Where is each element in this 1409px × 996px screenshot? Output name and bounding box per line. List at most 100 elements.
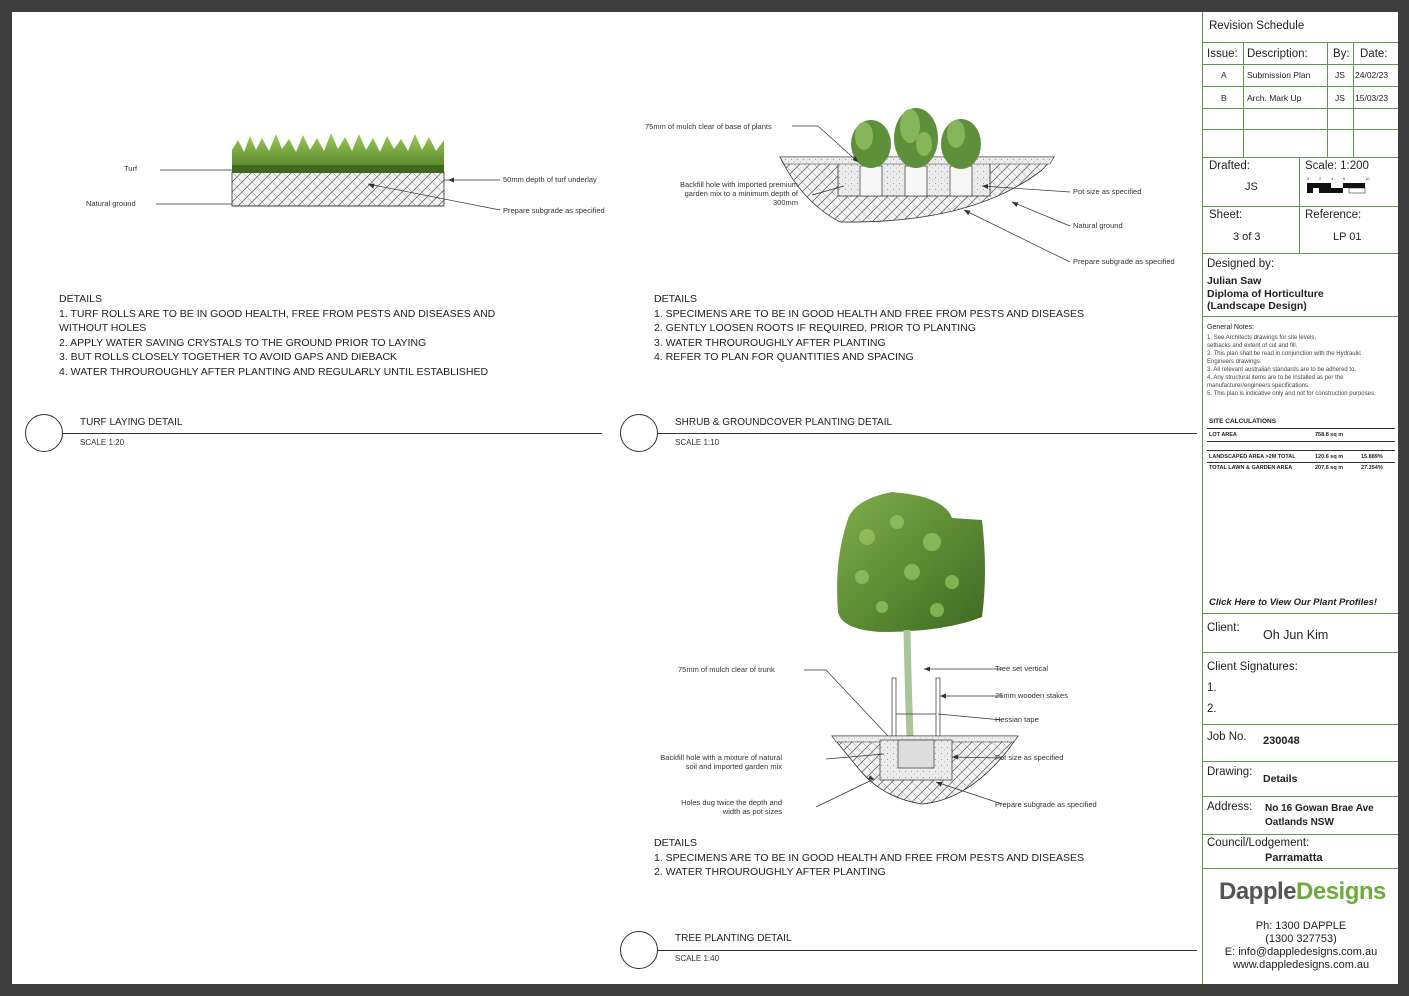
designed-by-label: Designed by: [1207, 258, 1275, 270]
scale-tick: 2 [1319, 176, 1322, 181]
site-calculations-title: SITE CALCULATIONS [1209, 418, 1277, 425]
details-line: WITHOUT HOLES [59, 322, 147, 334]
reference-label: Reference: [1305, 209, 1362, 221]
signature-2: 2. [1207, 703, 1217, 715]
scale-label: Scale: 1:200 [1305, 160, 1369, 172]
shrub-section-diagram [779, 108, 1071, 262]
reference-value: LP 01 [1333, 231, 1362, 243]
tree-section-diagram [804, 492, 1019, 808]
brand-logo: DappleDesigns [1219, 878, 1386, 906]
revision-schedule-title: Revision Schedule [1209, 20, 1305, 32]
underlay-label: 50mm depth of turf underlay [503, 175, 597, 184]
rev-header-description: Description: [1247, 48, 1308, 60]
shrub-pot-size-label: Pot size as specified [1073, 187, 1142, 196]
client-label: Client: [1207, 622, 1240, 634]
lot-area-value: 758.8 sq m [1315, 432, 1344, 438]
details-line: 4. REFER TO PLAN FOR QUANTITIES AND SPAC… [654, 351, 914, 363]
designer-qualification: (Landscape Design) [1207, 300, 1307, 312]
scale-tick: 6 [1343, 176, 1346, 181]
rev-b-issue: B [1221, 93, 1227, 103]
detail-title-rule [62, 433, 602, 434]
brand-dapple: Dapple [1219, 878, 1297, 905]
details-heading: DETAILS [59, 293, 102, 305]
tree-detail-title: TREE PLANTING DETAIL [675, 933, 792, 944]
rev-header-issue: Issue: [1207, 48, 1238, 60]
email-text[interactable]: E: info@dappledesigns.com.au [1224, 946, 1378, 958]
note-line: 1. See Architects drawings for site leve… [1207, 335, 1317, 341]
tree-details-notes: DETAILS 1. SPECIMENS ARE TO BE IN GOOD H… [654, 836, 1084, 880]
scale-bar: 0 2 4 6 10 [1307, 176, 1370, 194]
details-line: 2. APPLY WATER SAVING CRYSTALS TO THE GR… [59, 336, 427, 349]
shrub-subgrade-label: Prepare subgrade as specified [1073, 257, 1175, 266]
backfill-line: Backfill hole with imported premium [680, 180, 798, 189]
rev-b-date: 15/03/23 [1355, 93, 1389, 103]
designer-qualification: Diploma of Horticulture [1207, 288, 1324, 300]
scale-tick: 4 [1331, 176, 1334, 181]
details-line: 2. GENTLY LOOSEN ROOTS IF REQUIRED, PRIO… [654, 322, 976, 334]
shrub-detail-title: SHRUB & GROUNDCOVER PLANTING DETAIL [675, 417, 893, 428]
landscaped-area-label: LANDSCAPED AREA >2M TOTAL [1209, 454, 1296, 460]
plant-profiles-link[interactable]: Click Here to View Our Plant Profiles! [1209, 597, 1378, 608]
tree-hessian-label: Hessian tape [995, 715, 1039, 724]
rev-b-description: Arch. Mark Up [1247, 93, 1302, 103]
rev-b-by: JS [1335, 93, 1345, 103]
turf-details-notes: DETAILS 1. TURF ROLLS ARE TO BE IN GOOD … [59, 292, 495, 379]
lawn-garden-area-value: 207.6 sq m [1315, 465, 1344, 471]
backfill-line: 300mm [772, 198, 798, 207]
detail-marker-circle [620, 931, 658, 969]
note-line: 2. This plan shall be read in conjunctio… [1207, 351, 1362, 357]
tree-holes-label: Holes dug twice the depth and width as p… [638, 798, 782, 816]
title-block: Revision Schedule Issue: Description: By… [1202, 12, 1398, 984]
tree-subgrade-label: Prepare subgrade as specified [995, 800, 1097, 809]
general-notes: 1. See Architects drawings for site leve… [1207, 334, 1397, 398]
job-number-value: 230048 [1263, 735, 1300, 747]
drawing-value: Details [1263, 773, 1298, 785]
details-line: 1. TURF ROLLS ARE TO BE IN GOOD HEALTH, … [59, 307, 496, 320]
client-signatures-label: Client Signatures: [1207, 661, 1298, 673]
details-heading: DETAILS [654, 293, 697, 305]
turf-label: Turf [124, 164, 138, 173]
details-line: 3. BUT ROLLS CLOSELY TOGETHER TO AVOID G… [59, 351, 398, 363]
lawn-garden-area-percent: 27.354% [1361, 465, 1383, 471]
website-text[interactable]: www.dappledesigns.com.au [1232, 959, 1370, 971]
general-notes-title: General Notes: [1207, 324, 1255, 331]
shrub-details-notes: DETAILS 1. SPECIMENS ARE TO BE IN GOOD H… [654, 292, 1084, 365]
sheet-label: Sheet: [1209, 209, 1243, 221]
backfill-line: soil and imported garden mix [685, 762, 782, 771]
turf-detail-scale: SCALE 1:20 [80, 438, 125, 447]
holes-line: width as pot sizes [722, 807, 782, 816]
details-line: 3. WATER THROUROUGHLY AFTER PLANTING [654, 336, 886, 349]
signature-1: 1. [1207, 682, 1217, 694]
tree-detail-scale: SCALE 1:40 [675, 954, 720, 963]
address-label: Address: [1207, 801, 1253, 813]
rev-a-issue: A [1221, 70, 1227, 80]
detail-title-rule [657, 433, 1197, 434]
drafted-value: JS [1245, 181, 1258, 193]
rev-a-date: 24/02/23 [1355, 70, 1389, 80]
note-line: 4. Any structural items are to be instal… [1207, 375, 1344, 381]
backfill-line: garden mix to a minimum depth of [684, 189, 798, 198]
note-line: 3. All relevant australian standards are… [1207, 367, 1357, 373]
shrub-backfill-label: Backfill hole with imported premium gard… [648, 180, 798, 207]
details-line: 2. WATER THROUROUGHLY AFTER PLANTING [654, 866, 886, 878]
details-heading: DETAILS [654, 837, 697, 849]
details-line: 1. SPECIMENS ARE TO BE IN GOOD HEALTH AN… [654, 307, 1085, 320]
lawn-garden-area-label: TOTAL LAWN & GARDEN AREA [1209, 465, 1293, 471]
note-line: setbacks and extent of cut and fill. [1207, 343, 1298, 349]
details-line: 1. SPECIMENS ARE TO BE IN GOOD HEALTH AN… [654, 851, 1085, 864]
council-label: Council/Lodgement: [1207, 837, 1310, 849]
address-line-2: Oatlands NSW [1265, 817, 1334, 828]
client-value: Oh Jun Kim [1263, 628, 1329, 642]
turf-detail-title: TURF LAYING DETAIL [80, 417, 183, 428]
tree-pot-size-label: Pot size as specified [995, 753, 1064, 762]
note-line: manufacturer/engineers specifications. [1207, 383, 1310, 389]
shrub-mulch-label: 75mm of mulch clear of base of plants [645, 122, 772, 131]
brand-designs: Designs [1296, 878, 1386, 905]
detail-marker-circle [25, 414, 63, 452]
tree-mulch-label: 75mm of mulch clear of trunk [678, 665, 775, 674]
council-value: Parramatta [1265, 852, 1323, 864]
rev-header-date: Date: [1360, 48, 1388, 60]
phone-alt-text: (1300 327753) [1265, 933, 1337, 945]
drawing-area: Turf Natural ground 50mm depth of turf u… [12, 12, 1202, 984]
rev-header-by: By: [1333, 48, 1350, 60]
